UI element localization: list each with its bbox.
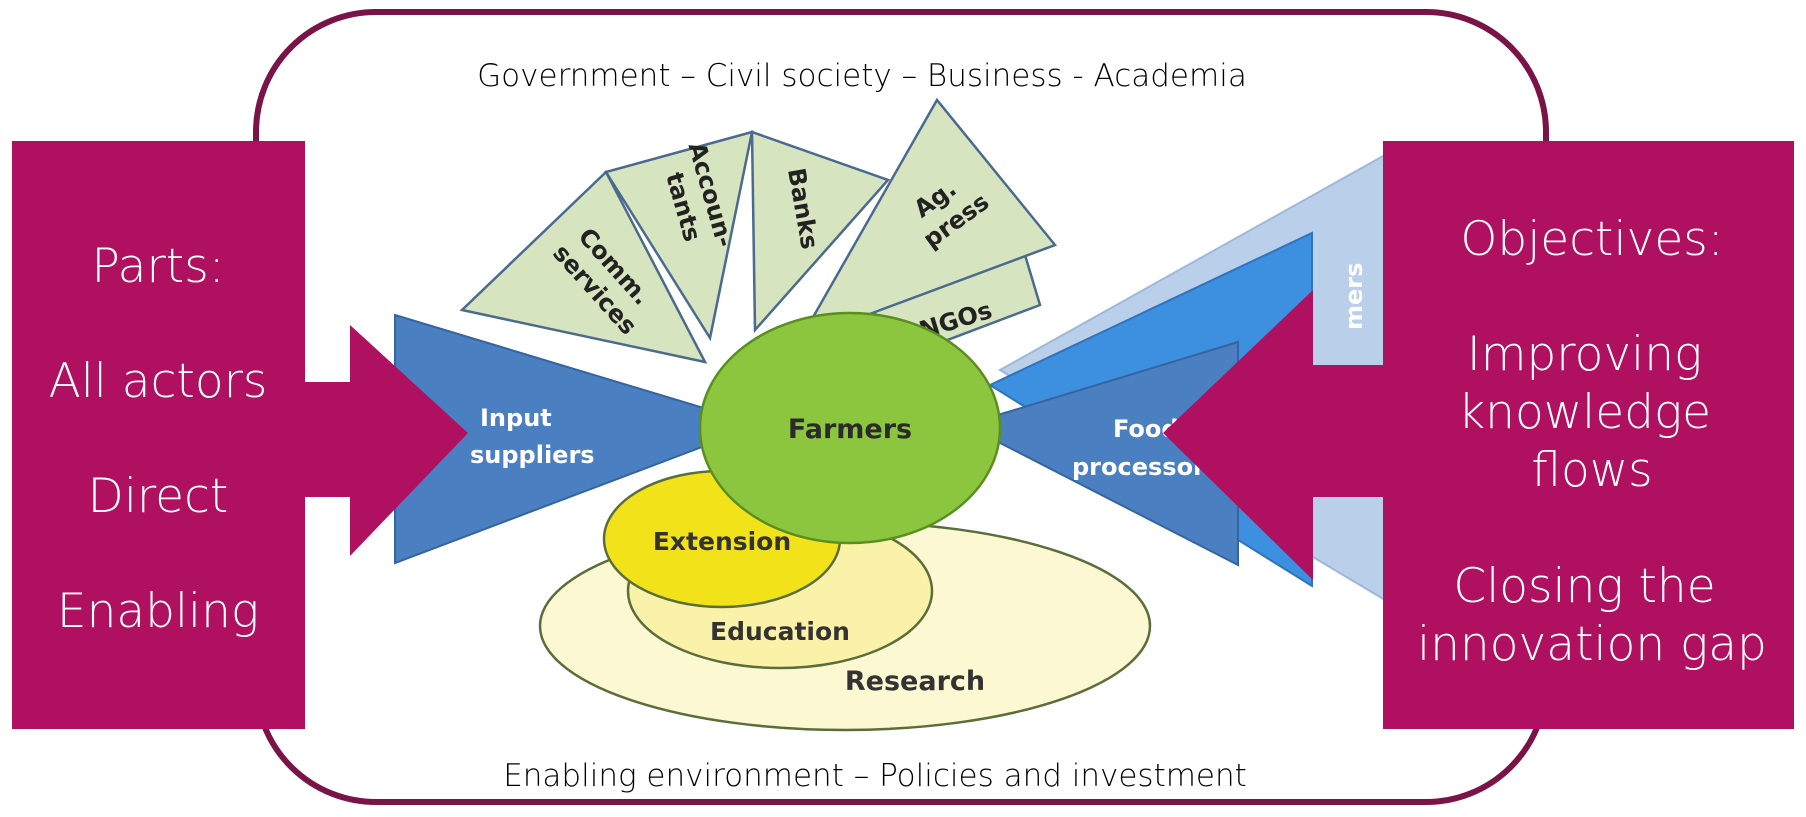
research-label: Research — [845, 666, 985, 697]
parts-heading: Parts: — [91, 239, 224, 294]
farmers-label: Farmers — [788, 414, 912, 445]
education-label: Education — [710, 617, 850, 646]
bottom-caption: Enabling environment – Policies and inve… — [503, 758, 1247, 794]
consumers-label: mers — [1340, 263, 1368, 330]
parts-item-direct: Direct — [88, 469, 229, 524]
objectives-heading: Objectives: — [1460, 212, 1723, 267]
input-suppliers-label: Input suppliers — [470, 404, 595, 469]
left-callout: Parts: All actors Direct Enabling — [12, 141, 468, 729]
food-processors-label: Food processors — [1072, 415, 1219, 481]
parts-item-enabling: Enabling — [57, 584, 259, 639]
fan-accountants: Accoun- tants — [604, 130, 754, 342]
objective-improving-knowledge: Improving knowledge flows — [1458, 327, 1726, 498]
fan-banks: Banks — [750, 130, 891, 334]
extension-label: Extension — [653, 527, 791, 556]
farmers-node: Farmers — [698, 311, 1002, 545]
parts-item-all-actors: All actors — [49, 354, 268, 409]
right-callout: Objectives: Improving knowledge flows Cl… — [1163, 141, 1794, 729]
fan-ag-press: Ag. press — [797, 97, 1058, 343]
objective-closing-gap: Closing the innovation gap — [1417, 559, 1767, 672]
food-processors-wedge: Food processors — [962, 340, 1239, 567]
top-caption: Government – Civil society – Business - … — [477, 58, 1247, 94]
